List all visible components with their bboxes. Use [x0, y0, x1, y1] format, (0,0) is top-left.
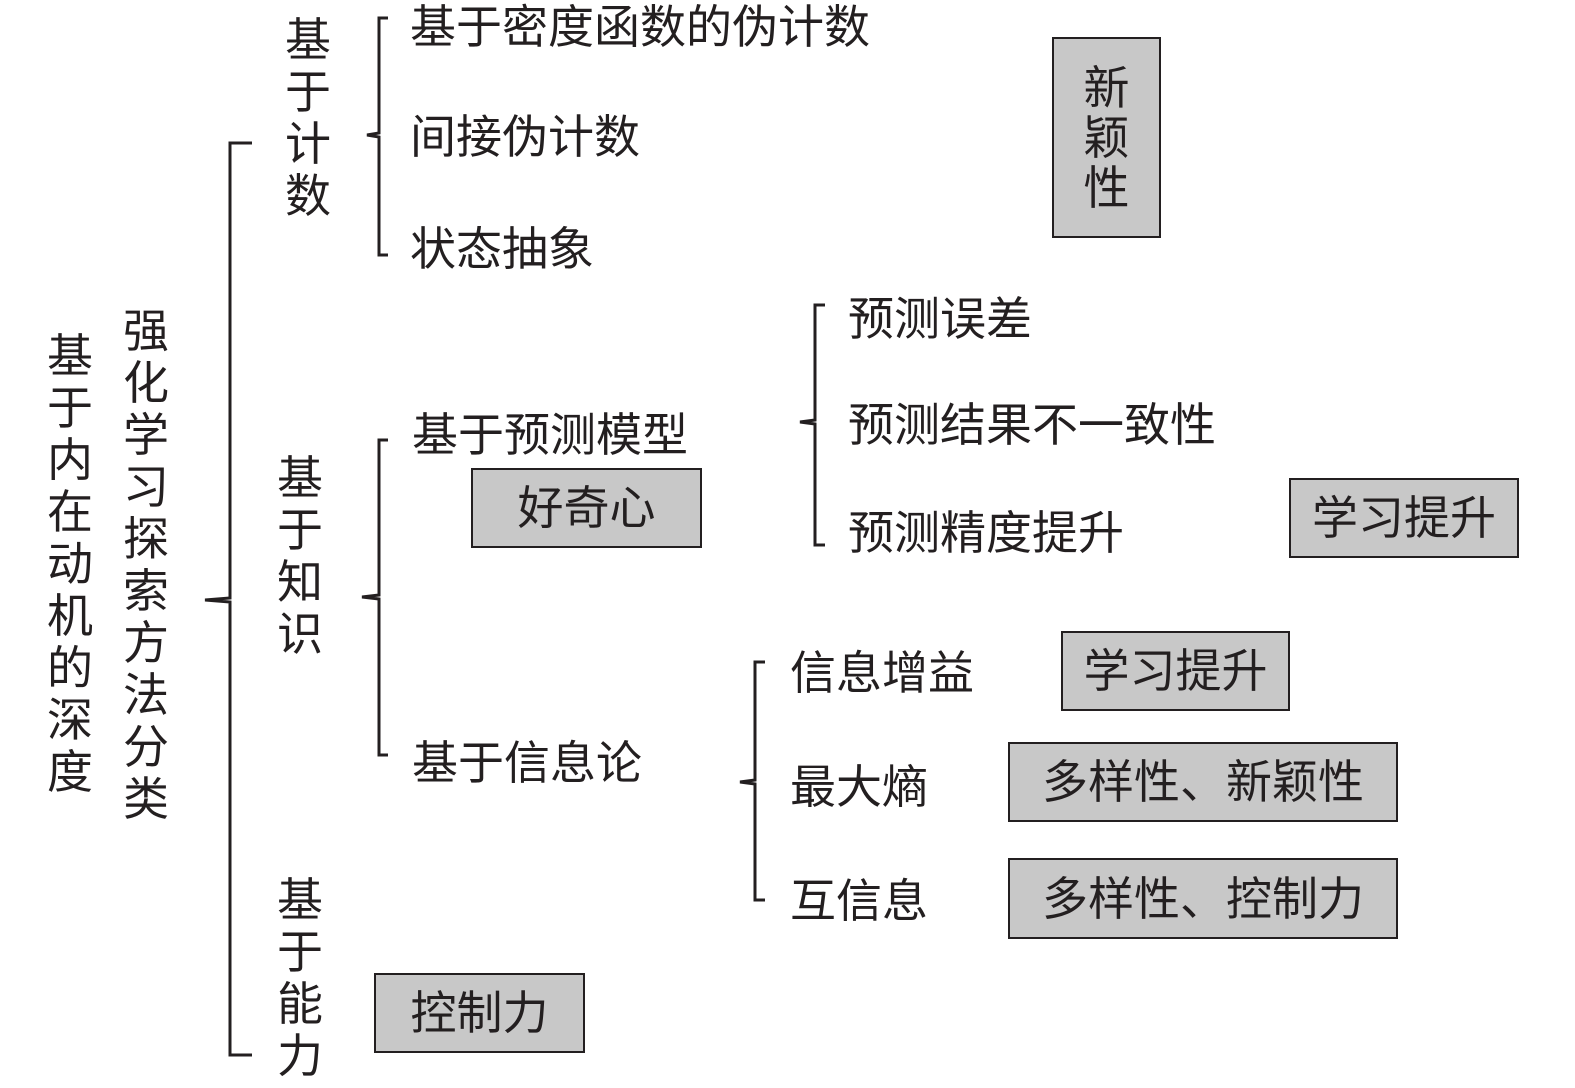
root-label: 基于内在动机的深度 — [47, 329, 93, 799]
sub-prediction-model-label: 基于预测模型 — [412, 408, 688, 462]
branch-knowledge-label: 基于知识 — [277, 451, 323, 661]
tag-learning-progress-text-2: 学习提升 — [1083, 644, 1268, 698]
prediction-item-accuracy-gain: 预测精度提升 — [848, 506, 1124, 560]
branch-count-label: 基于计数 — [285, 13, 331, 223]
tag-novelty-text: 新颖性 — [1083, 60, 1130, 215]
info-item-mutual-information: 互信息 — [790, 874, 928, 928]
prediction-bracket — [799, 303, 825, 547]
info-item-information-gain: 信息增益 — [790, 646, 974, 700]
tag-novelty-box: 新颖性 — [1052, 37, 1161, 238]
info-item-max-entropy: 最大熵 — [790, 760, 928, 814]
sub-information-theory-label: 基于信息论 — [412, 736, 642, 790]
tag-diversity-control-box: 多样性、控制力 — [1008, 858, 1398, 939]
tag-control-text: 控制力 — [410, 986, 549, 1040]
branch-competence-label: 基于能力 — [277, 873, 323, 1083]
tag-curiosity-box: 好奇心 — [471, 468, 702, 548]
prediction-item-error: 预测误差 — [848, 292, 1032, 346]
knowledge-bracket — [361, 438, 388, 757]
infotheory-bracket — [739, 660, 765, 902]
tag-control-box: 控制力 — [374, 973, 585, 1053]
main-bracket — [204, 141, 252, 1057]
count-item-density-pseudocount: 基于密度函数的伪计数 — [410, 0, 870, 54]
tag-diversity-novelty-text: 多样性、新颖性 — [1042, 755, 1364, 809]
count-item-indirect-pseudocount: 间接伪计数 — [410, 110, 640, 164]
count-item-state-abstraction: 状态抽象 — [410, 222, 594, 276]
count-bracket — [366, 16, 388, 257]
root-sublabel: 强化学习探索方法分类 — [123, 304, 169, 826]
tag-learning-progress-text-1: 学习提升 — [1312, 491, 1496, 545]
tag-curiosity-text: 好奇心 — [517, 481, 656, 535]
tag-diversity-control-text: 多样性、控制力 — [1042, 871, 1364, 926]
tag-diversity-novelty-box: 多样性、新颖性 — [1008, 742, 1398, 822]
tag-learning-progress-box-1: 学习提升 — [1289, 478, 1519, 558]
prediction-item-disagreement: 预测结果不一致性 — [848, 398, 1216, 452]
tag-learning-progress-box-2: 学习提升 — [1061, 631, 1290, 711]
